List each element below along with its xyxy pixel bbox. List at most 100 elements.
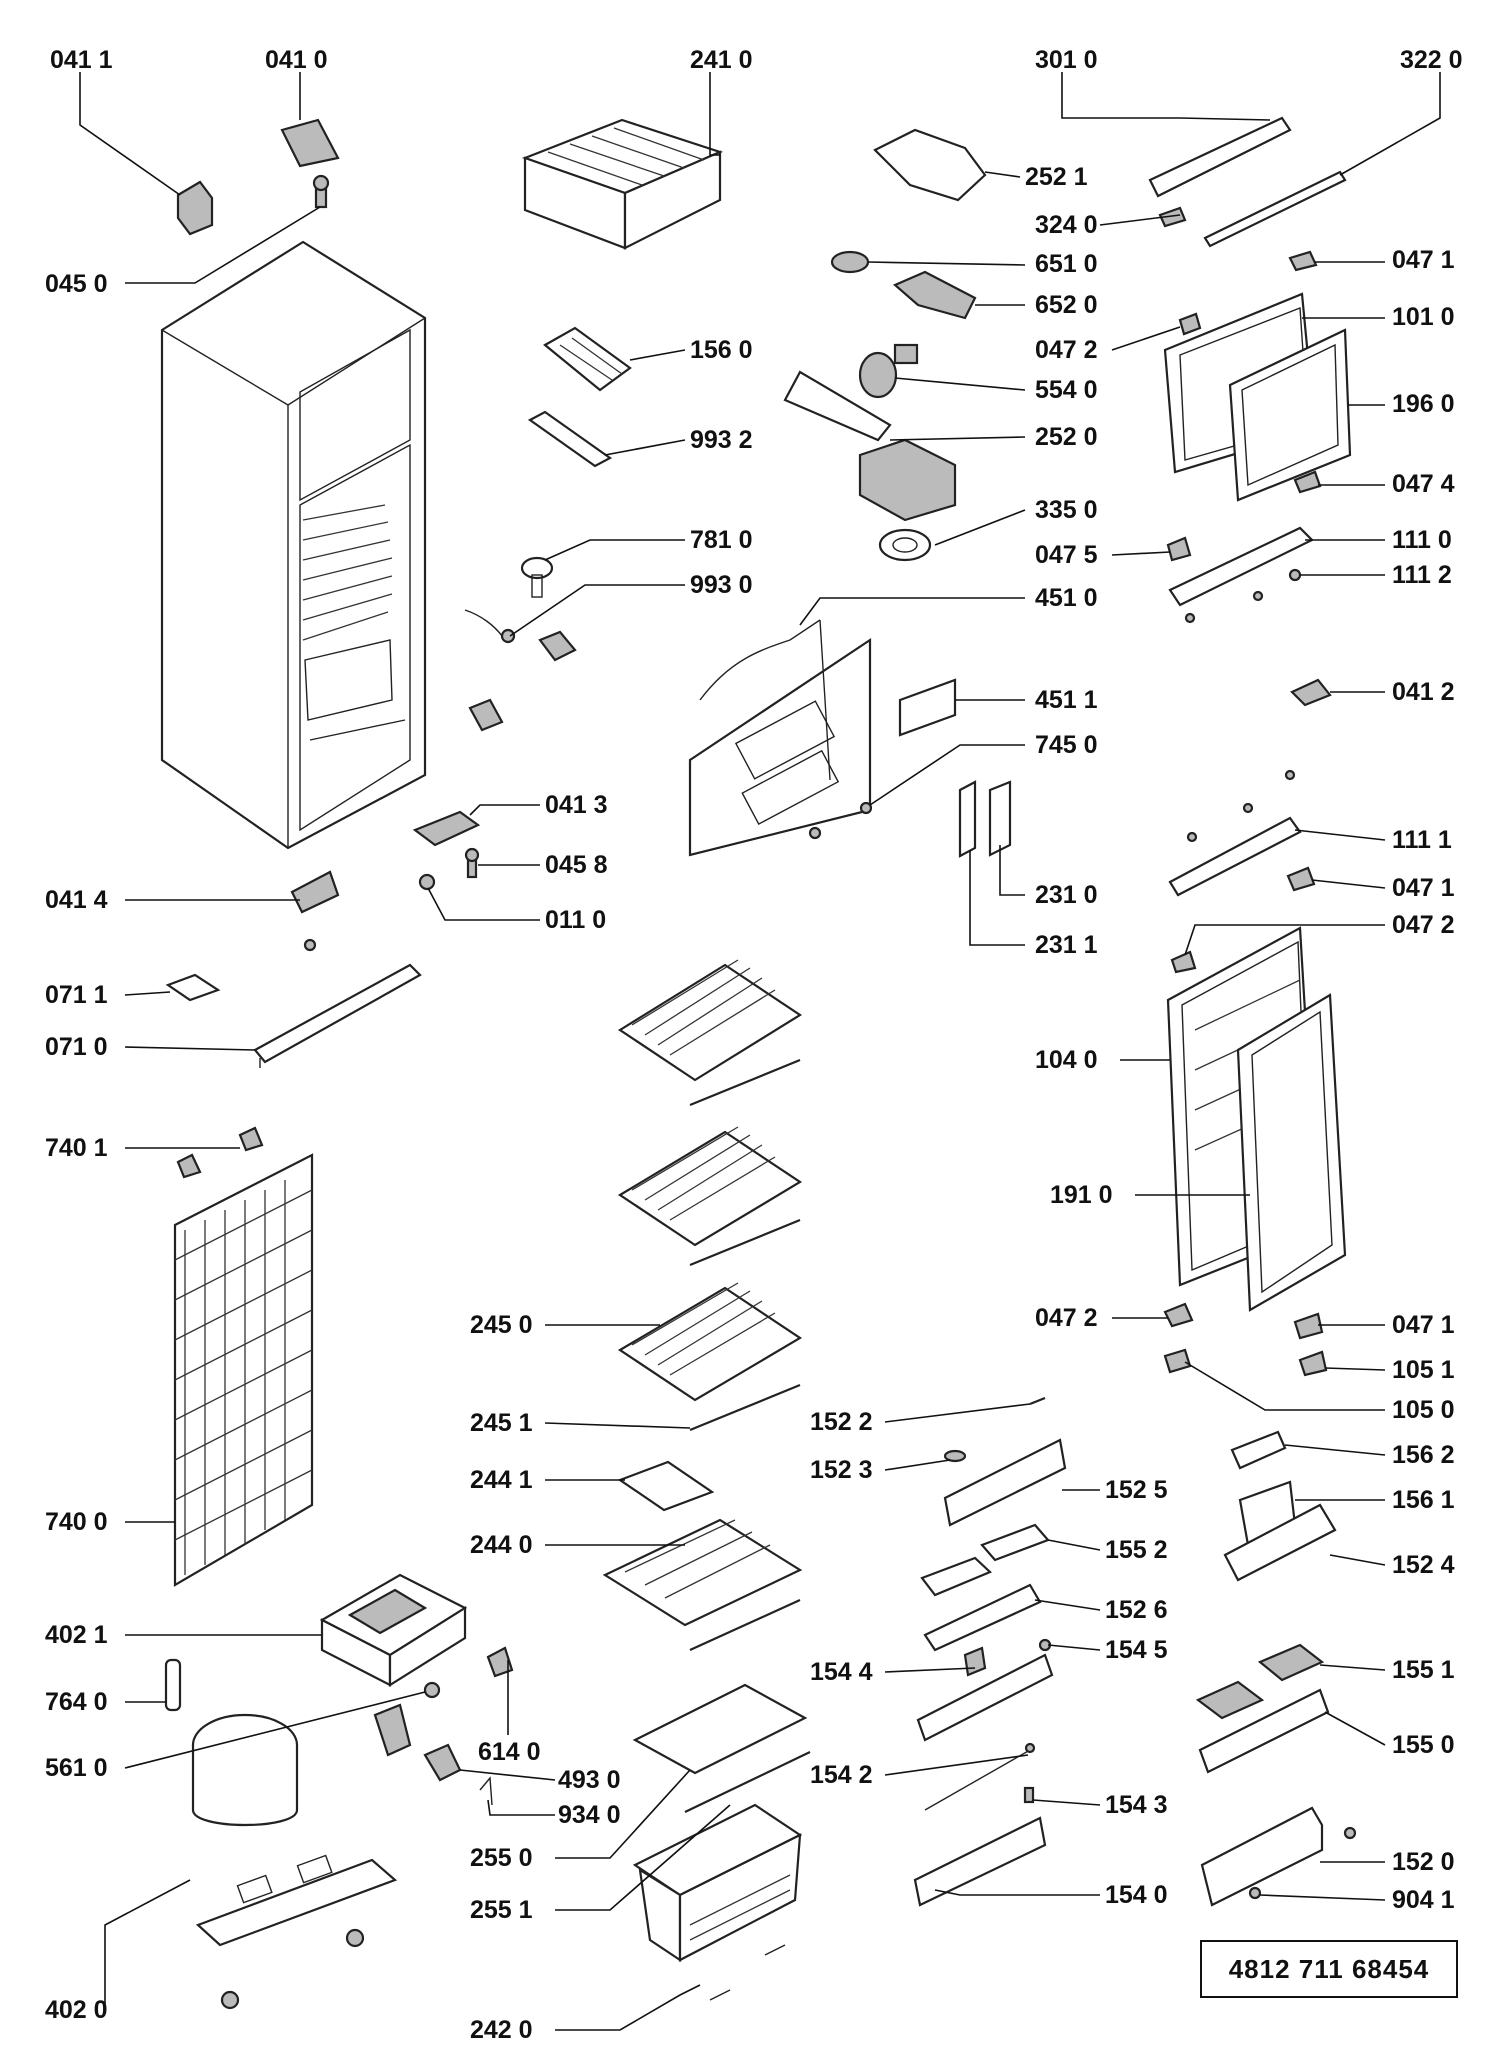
part-156-2	[1230, 1430, 1287, 1470]
hinge-041-3	[412, 810, 481, 847]
label-101-0: 101 0	[1392, 303, 1455, 331]
strip-245-1	[689, 1383, 801, 1432]
label-231-1: 231 1	[1035, 931, 1098, 959]
clip-740-1	[176, 1126, 264, 1179]
label-152-3: 152 3	[810, 1456, 873, 1484]
label-111-1: 111 1	[1392, 826, 1452, 854]
label-242-0: 242 0	[470, 2016, 533, 2044]
part-152-2	[1029, 1396, 1046, 1406]
label-047-2-b: 047 2	[1392, 911, 1455, 939]
part-745-0	[808, 801, 873, 840]
label-041-3: 041 3	[545, 791, 608, 819]
label-993-0: 993 0	[690, 571, 753, 599]
label-045-8: 045 8	[545, 851, 608, 879]
label-241-0: 241 0	[690, 46, 753, 74]
label-324-0: 324 0	[1035, 211, 1098, 239]
part-614-0	[486, 1646, 514, 1678]
label-047-2-c: 047 2	[1035, 1304, 1098, 1332]
thermostat-335-0-housing	[858, 438, 957, 522]
label-402-0: 402 0	[45, 1996, 108, 2024]
part-154-3	[1023, 1786, 1035, 1804]
ice-tray-156-0	[543, 326, 632, 392]
label-231-0: 231 0	[1035, 881, 1098, 909]
label-152-2: 152 2	[810, 1408, 873, 1436]
compressor-402-0	[191, 1713, 398, 2010]
part-993-2	[527, 410, 613, 468]
part-047-1-top	[1288, 250, 1318, 272]
bin-152-6	[923, 1583, 1042, 1652]
label-041-2: 041 2	[1392, 678, 1455, 706]
drip-tray-402-1	[319, 1573, 468, 1687]
part-105-1	[1298, 1350, 1328, 1377]
document-number: 4812 711 68454	[1228, 1953, 1430, 1984]
label-105-1: 105 1	[1392, 1356, 1455, 1384]
label-152-6: 152 6	[1105, 1596, 1168, 1624]
plate-451-1	[898, 678, 957, 737]
wire-shelf-245-0-b	[617, 1126, 803, 1267]
connector-small-1	[538, 630, 577, 662]
label-041-0: 041 0	[265, 46, 328, 74]
strip-301-0	[1148, 116, 1292, 198]
part-111-2	[1288, 568, 1302, 582]
label-335-0: 335 0	[1035, 496, 1098, 524]
plate-071-1	[165, 973, 221, 1002]
screw-045-8	[464, 847, 480, 879]
label-105-0: 105 0	[1392, 1396, 1455, 1424]
label-191-0: 191 0	[1050, 1181, 1113, 1209]
label-402-1: 402 1	[45, 1621, 108, 1649]
bin-154-4-tray	[916, 1653, 1054, 1742]
label-041-4: 041 4	[45, 886, 108, 914]
part-047-4	[1293, 470, 1322, 494]
shelf-244-0	[602, 1518, 803, 1652]
condenser-740-0	[173, 1153, 314, 1587]
label-041-1: 041 1	[50, 46, 113, 74]
label-071-1: 071 1	[45, 981, 108, 1009]
label-252-0: 252 0	[1035, 423, 1098, 451]
hinge-041-1	[176, 180, 214, 236]
part-047-1-mid	[1286, 866, 1316, 892]
rod-322-0	[1203, 170, 1347, 248]
label-740-1: 740 1	[45, 1134, 108, 1162]
rail-071-0	[253, 963, 422, 1068]
label-554-0: 554 0	[1035, 376, 1098, 404]
label-071-0: 071 0	[45, 1033, 108, 1061]
part-105-0	[1163, 1348, 1192, 1374]
label-904-1: 904 1	[1392, 1886, 1455, 1914]
label-047-4: 047 4	[1392, 470, 1455, 498]
label-255-1: 255 1	[470, 1896, 533, 1924]
label-111-2: 111 2	[1392, 561, 1452, 589]
hinge-041-0	[280, 118, 340, 168]
bin-155-0	[1198, 1688, 1330, 1774]
label-154-0: 154 0	[1105, 1881, 1168, 1909]
label-614-0: 614 0	[478, 1738, 541, 1766]
wire-993-0	[464, 609, 516, 644]
part-154-4	[963, 1646, 987, 1677]
part-652-0	[892, 270, 977, 320]
label-111-0: 111 0	[1392, 526, 1452, 554]
label-047-2-a: 047 2	[1035, 336, 1098, 364]
clip-324-0	[1158, 206, 1187, 228]
label-561-0: 561 0	[45, 1754, 108, 1782]
label-493-0: 493 0	[558, 1766, 621, 1794]
label-740-0: 740 0	[45, 1508, 108, 1536]
label-045-0: 045 0	[45, 270, 108, 298]
label-652-0: 652 0	[1035, 291, 1098, 319]
hinge-041-4	[290, 870, 340, 952]
freezer-tray-241-0	[521, 118, 724, 250]
label-154-4: 154 4	[810, 1658, 873, 1686]
bracket-231-1	[958, 780, 977, 858]
part-labels: 041 1 041 0 241 0 301 0 322 0 252 1 324 …	[45, 46, 1463, 2044]
label-154-2: 154 2	[810, 1761, 873, 1789]
refrigerator-cabinet	[160, 240, 427, 850]
label-155-1: 155 1	[1392, 1656, 1455, 1684]
label-152-0: 152 0	[1392, 1848, 1455, 1876]
label-156-0: 156 0	[690, 336, 753, 364]
document-number-box: 4812 711 68454	[1200, 1940, 1458, 1998]
gasket-191-0	[1236, 993, 1347, 1312]
bin-152-5	[943, 1438, 1067, 1527]
label-651-0: 651 0	[1035, 250, 1098, 278]
wire-shelf-245-0-a	[617, 959, 803, 1107]
gasket-196-0	[1228, 328, 1352, 502]
label-047-1-a: 047 1	[1392, 246, 1455, 274]
part-561-0	[423, 1681, 441, 1699]
